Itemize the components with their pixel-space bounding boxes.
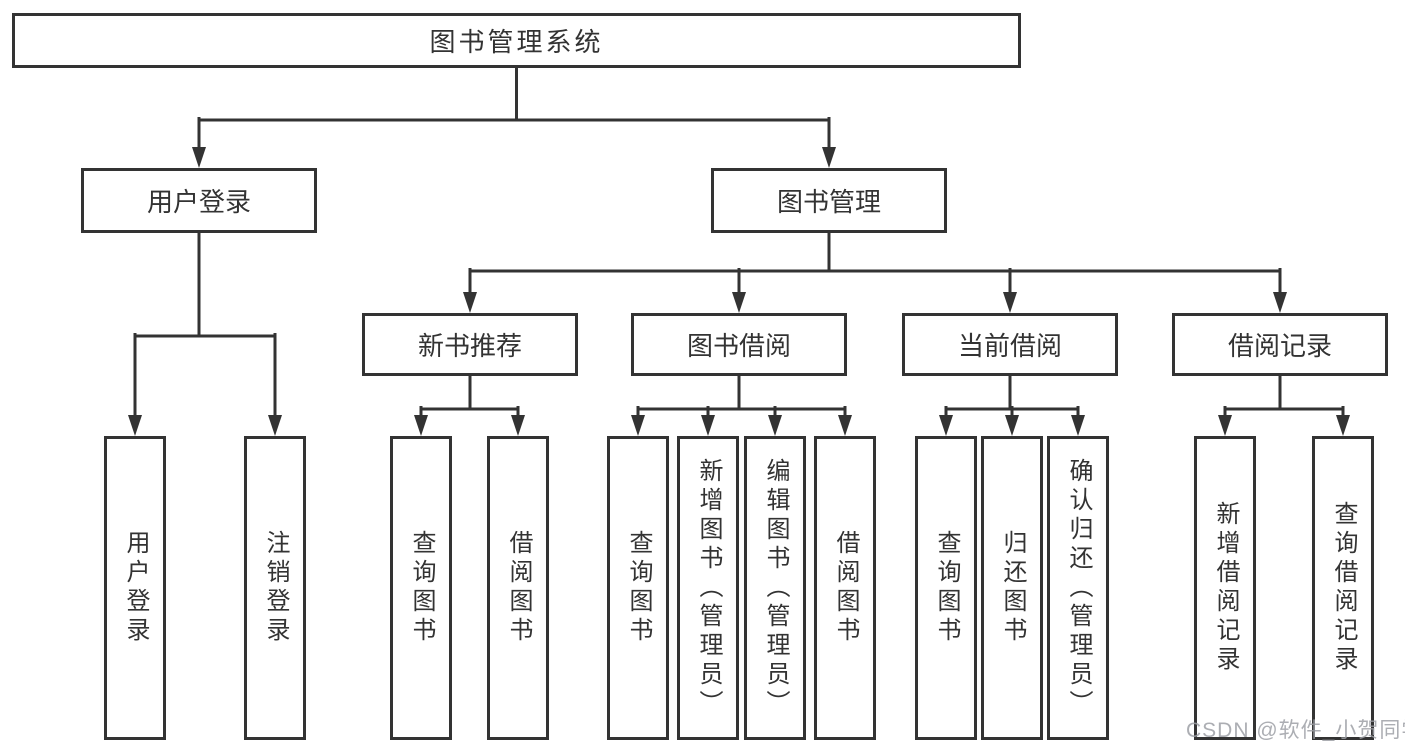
- leaf-node-label: 编辑图书（管理员）: [762, 457, 789, 719]
- leaf-node-label: 查询图书: [408, 530, 435, 646]
- level2-node-user-login: 用户登录: [81, 168, 317, 233]
- level2-node-book-management: 图书管理: [711, 168, 947, 233]
- leaf-node-user-login: 用户登录: [104, 436, 166, 740]
- level3-node-new-book-recommend: 新书推荐: [362, 313, 578, 376]
- leaf-node-label: 借阅图书: [505, 530, 532, 646]
- level3-node-book-borrowing: 图书借阅: [631, 313, 847, 376]
- leaf-node-label: 新增图书（管理员）: [695, 457, 722, 719]
- leaf-node-label: 查询图书: [933, 530, 960, 646]
- leaf-node-label: 查询借阅记录: [1330, 501, 1357, 675]
- leaf-node-query-books-current: 查询图书: [915, 436, 977, 740]
- leaf-node-label: 查询图书: [625, 530, 652, 646]
- leaf-node-query-books-recommend: 查询图书: [390, 436, 452, 740]
- leaf-node-logout: 注销登录: [244, 436, 306, 740]
- leaf-node-label: 借阅图书: [832, 530, 859, 646]
- leaf-node-query-borrow-record: 查询借阅记录: [1312, 436, 1374, 740]
- csdn-watermark: CSDN @软件_小贺同学: [1186, 719, 1405, 742]
- leaf-node-add-borrow-record: 新增借阅记录: [1194, 436, 1256, 740]
- level3-node-current-borrowing: 当前借阅: [902, 313, 1118, 376]
- leaf-node-borrow-books-recommend: 借阅图书: [487, 436, 549, 740]
- root-node-library-system: 图书管理系统: [12, 13, 1021, 68]
- leaf-node-label: 确认归还（管理员）: [1065, 457, 1092, 719]
- leaf-node-add-books-admin: 新增图书（管理员）: [677, 436, 739, 740]
- leaf-node-confirm-return-admin: 确认归还（管理员）: [1047, 436, 1109, 740]
- level2-node-label: 图书管理: [776, 187, 881, 217]
- leaf-node-borrow-books: 借阅图书: [814, 436, 876, 740]
- leaf-node-label: 注销登录: [262, 530, 289, 646]
- level3-node-borrow-records: 借阅记录: [1172, 313, 1388, 376]
- level3-node-label: 新书推荐: [417, 331, 522, 361]
- leaf-node-return-books: 归还图书: [981, 436, 1043, 740]
- leaf-node-query-books-borrowing: 查询图书: [607, 436, 669, 740]
- leaf-node-label: 归还图书: [999, 530, 1026, 646]
- leaf-node-label: 新增借阅记录: [1212, 501, 1239, 675]
- leaf-node-label: 用户登录: [122, 530, 149, 646]
- level3-node-label: 图书借阅: [686, 331, 791, 361]
- level3-node-label: 借阅记录: [1227, 331, 1332, 361]
- leaf-node-edit-books-admin: 编辑图书（管理员）: [744, 436, 806, 740]
- root-node-label: 图书管理系统: [429, 27, 604, 57]
- level3-node-label: 当前借阅: [957, 331, 1062, 361]
- level2-node-label: 用户登录: [146, 187, 251, 217]
